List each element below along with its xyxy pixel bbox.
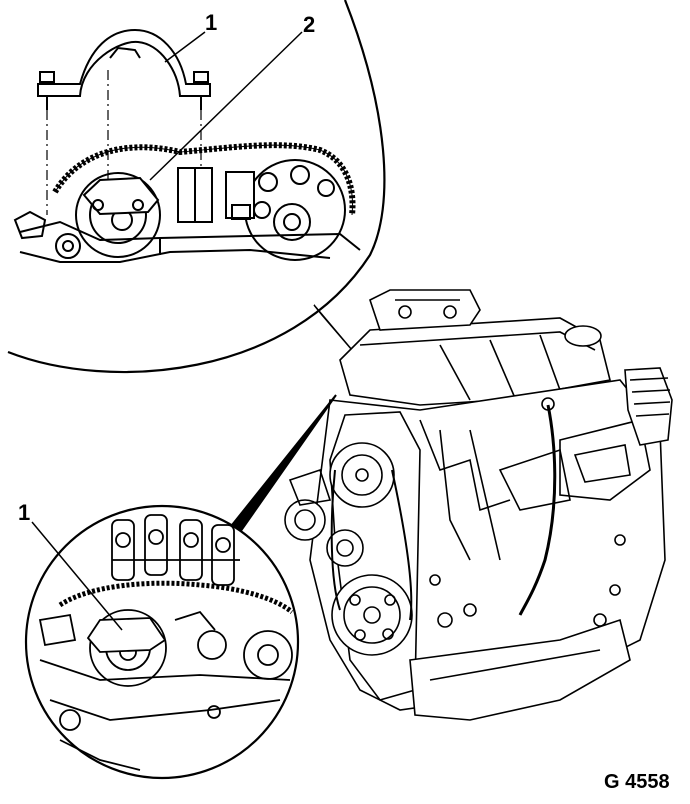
intake-top [370, 290, 480, 330]
camshaft-lobes [112, 515, 240, 585]
top-detail-view [8, 0, 384, 372]
chain-tensioner-block [178, 168, 254, 222]
callout-1-leader-top [165, 32, 205, 62]
cylinder-head-housing-top [15, 212, 360, 262]
engine-assembly [285, 290, 672, 720]
sprocket-with-tool [88, 610, 166, 686]
callout-2-label: 2 [303, 12, 316, 37]
detail-pointer-top [314, 305, 352, 350]
oil-filter-housing [625, 368, 672, 445]
figure-id: G 4558 [604, 771, 670, 793]
camshaft-locking-tool [38, 30, 210, 110]
dipstick-tube [520, 405, 555, 615]
callout-1-bottom-label: 1 [18, 500, 31, 525]
water-pump-pulley [330, 443, 394, 507]
alternator [285, 470, 363, 566]
callout-1-top-label: 1 [205, 10, 218, 35]
oil-pan [410, 620, 630, 720]
alignment-lines [47, 70, 201, 220]
right-camshaft-sprocket [245, 160, 345, 260]
drive-belt [332, 470, 412, 620]
left-camshaft-sprocket [76, 173, 160, 257]
exhaust-manifold [500, 420, 650, 510]
crankshaft-pulley [332, 575, 412, 655]
callout-1-leader-bottom [32, 522, 122, 630]
callout-2-leader [150, 32, 302, 180]
top-detail-circle [8, 0, 384, 372]
oil-filler-cap [565, 326, 601, 346]
bottom-detail-view [26, 506, 298, 778]
